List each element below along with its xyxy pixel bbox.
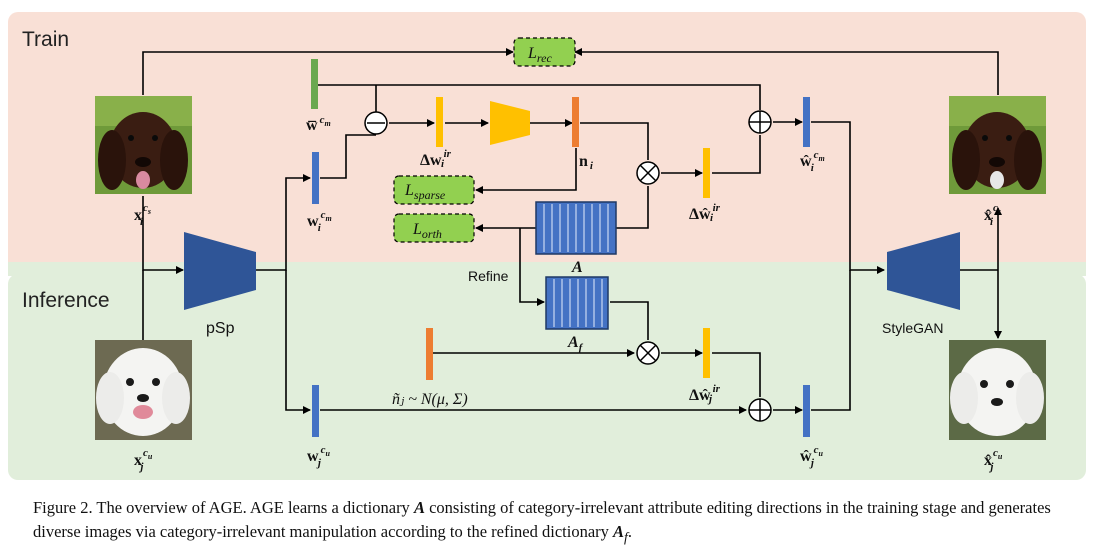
mlp-block (490, 101, 530, 145)
svg-text:Lrec: Lrec (527, 45, 552, 65)
loss-sparse-box (393, 175, 475, 205)
n-i-label: n (579, 153, 588, 170)
svg-text:x̂cuj: x̂cuj (984, 447, 1003, 473)
noise-n-j-vector (426, 328, 433, 380)
noise-distribution-label: ñⱼ ~ N(μ, Σ) (392, 391, 468, 408)
w-hat-i-cm-label: ŵ (800, 153, 812, 170)
psp-encoder (184, 232, 256, 310)
w-hat-i-cm-vector (803, 97, 810, 147)
generated-image-white-dog (949, 340, 1046, 440)
dictionary-A-f-label: Af (567, 334, 584, 354)
w-i-cm-vector (312, 152, 319, 204)
loss-orth-label: L (412, 221, 422, 238)
inference-label: Inference (22, 289, 110, 312)
subtract-operator (364, 111, 388, 135)
n-i-vector (572, 97, 579, 147)
loss-rec-label: L (527, 45, 537, 62)
svg-text:x̂csi: x̂csi (984, 202, 1001, 228)
add-operator-train (748, 110, 772, 134)
figure-caption: Figure 2. The overview of AGE. AGE learn… (33, 498, 1051, 545)
train-label: Train (22, 28, 69, 51)
inference-region (8, 274, 1086, 480)
delta-w-hat-ir-vector (703, 148, 710, 198)
svg-text:ni: ni (579, 153, 594, 172)
delta-w-ir-label: Δw (420, 152, 442, 169)
svg-text:Lorth: Lorth (412, 221, 442, 241)
delta-w-hat-ir-label: Δŵ (689, 206, 711, 223)
w-hat-j-cu-vector (803, 385, 810, 437)
xhat-j-cu-label: x̂ (984, 452, 992, 469)
target-image-white-dog (95, 340, 192, 440)
svg-text:w̅cm: w̅cm (306, 114, 331, 134)
loss-sparse-label: L (404, 182, 414, 199)
svg-text:Lsparse: Lsparse (404, 182, 446, 202)
w-j-cu-vector (312, 385, 319, 437)
stylegan-label: StyleGAN (882, 320, 943, 336)
source-image-brown-dog (95, 96, 192, 194)
dictionary-A (535, 201, 617, 255)
dictionary-A-label: A (571, 259, 583, 276)
stylegan-generator (887, 232, 960, 310)
train-region (8, 12, 1086, 274)
psp-label: pSp (206, 320, 235, 337)
x-j-cu-label: x (134, 452, 142, 469)
dictionary-A-f (545, 276, 609, 330)
multiply-operator-train (636, 161, 660, 185)
refine-label: Refine (468, 268, 509, 284)
loss-orth-box (393, 213, 475, 243)
w-i-cm-label: w (307, 213, 319, 230)
loss-rec-box (513, 37, 576, 67)
w-hat-j-cu-label: ŵ (800, 448, 812, 465)
delta-w-hat-j-ir-vector (703, 328, 710, 378)
x-i-cs-label: x (134, 207, 142, 224)
w-bar-cm-vector (311, 59, 318, 109)
multiply-operator-inference (636, 341, 660, 365)
delta-w-hat-j-ir-label: Δŵ (689, 387, 711, 404)
delta-w-ir-vector (436, 97, 443, 147)
add-operator-inference (748, 398, 772, 422)
reconstructed-image-brown-dog (949, 96, 1046, 194)
w-j-cu-label: w (307, 448, 319, 465)
w-bar-cm-label: w̅ (306, 117, 318, 134)
xhat-i-cs-label: x̂ (984, 207, 992, 224)
